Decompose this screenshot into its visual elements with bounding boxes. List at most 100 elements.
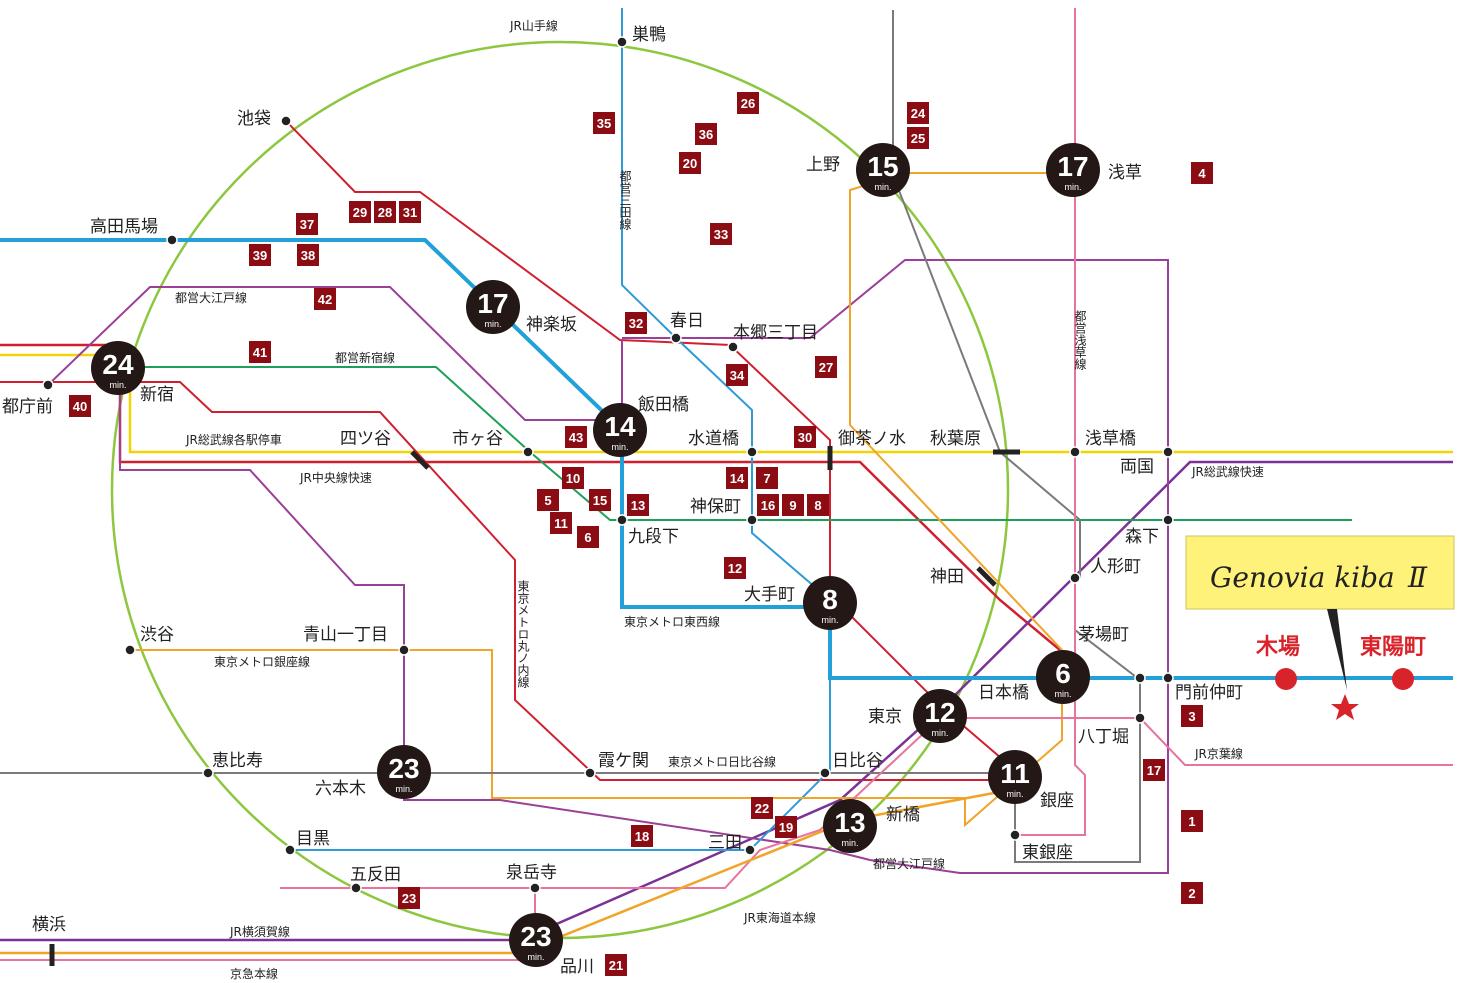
svg-text:都庁前: 都庁前 xyxy=(2,397,53,417)
keiyo-line xyxy=(280,717,1453,889)
marker-box xyxy=(627,494,649,516)
marker-box xyxy=(593,112,615,134)
marker-number: 18 xyxy=(635,829,649,844)
marker-number: 25 xyxy=(911,131,925,146)
marker-box xyxy=(1143,759,1165,781)
marker-number: 23 xyxy=(402,891,416,906)
svg-text:渋谷: 渋谷 xyxy=(140,625,174,645)
tokaido-line xyxy=(0,788,1011,955)
toyocho-station-marker xyxy=(1392,668,1414,690)
svg-text:min.: min. xyxy=(484,319,501,329)
brand-name: Genovia kiba xyxy=(1210,561,1395,594)
oedo-line-upper xyxy=(47,286,622,421)
marker-number: 35 xyxy=(597,116,611,131)
svg-text:JR総武線快速: JR総武線快速 xyxy=(1191,464,1264,479)
marker-number: 14 xyxy=(730,471,745,486)
svg-text:min.: min. xyxy=(874,182,891,192)
marker-box xyxy=(815,356,837,378)
svg-text:日比谷: 日比谷 xyxy=(832,751,883,771)
marunouchi-line xyxy=(0,381,1010,781)
marker-box xyxy=(724,557,746,579)
marker-number: 38 xyxy=(301,248,315,263)
svg-text:17: 17 xyxy=(477,288,508,319)
marker-number: 30 xyxy=(798,430,812,445)
svg-text:門前仲町: 門前仲町 xyxy=(1175,683,1243,703)
svg-text:東銀座: 東銀座 xyxy=(1022,843,1073,863)
svg-text:泉岳寺: 泉岳寺 xyxy=(506,863,557,883)
marker-number: 29 xyxy=(353,205,367,220)
marker-box xyxy=(631,825,653,847)
svg-text:6: 6 xyxy=(1055,658,1071,689)
marker-number: 37 xyxy=(300,217,314,232)
marker-box xyxy=(1181,705,1203,727)
svg-text:JR横須賀線: JR横須賀線 xyxy=(229,924,290,939)
mita-vertical-label: 都営三田線 xyxy=(618,170,632,230)
marker-box xyxy=(550,512,572,534)
marker-number: 13 xyxy=(631,498,645,513)
svg-text:min.: min. xyxy=(109,380,126,390)
svg-text:都営大江戸線: 都営大江戸線 xyxy=(175,290,247,305)
svg-text:新宿: 新宿 xyxy=(140,385,174,405)
marker-box xyxy=(249,244,271,266)
asakusa-vertical-label: 都営浅草線 xyxy=(1073,310,1087,370)
station-labels: 巣鴨 池袋 高田馬場 上野 浅草 神楽坂 春日 本郷三丁目 都庁前 新宿 飯田橋… xyxy=(2,25,1243,977)
marker-box xyxy=(726,467,748,489)
svg-text:品川: 品川 xyxy=(560,957,594,977)
marker-box xyxy=(537,489,559,511)
svg-text:神楽坂: 神楽坂 xyxy=(526,315,577,335)
marker-box xyxy=(757,494,779,516)
svg-text:六本木: 六本木 xyxy=(315,779,366,799)
sobu-rapid-line xyxy=(0,460,1453,942)
marker-box xyxy=(710,223,732,245)
marker-number: 2 xyxy=(1188,886,1195,901)
kiba-station-marker xyxy=(1275,668,1297,690)
svg-text:min.: min. xyxy=(1064,182,1081,192)
svg-text:御茶ノ水: 御茶ノ水 xyxy=(838,429,906,449)
svg-text:JR中央線快速: JR中央線快速 xyxy=(299,470,372,485)
svg-text:min.: min. xyxy=(611,442,628,452)
svg-text:上野: 上野 xyxy=(806,155,840,175)
marker-number: 33 xyxy=(714,227,728,242)
svg-text:霞ケ関: 霞ケ関 xyxy=(598,751,649,771)
marker-number: 1 xyxy=(1188,814,1195,829)
marker-box xyxy=(562,467,584,489)
svg-text:両国: 両国 xyxy=(1120,457,1154,477)
marker-box xyxy=(751,797,773,819)
marker-number: 39 xyxy=(253,248,267,263)
dest-kiba: 木場 xyxy=(1255,635,1300,660)
marker-box xyxy=(296,213,318,235)
marker-number: 40 xyxy=(73,399,87,414)
svg-text:JR京葉線: JR京葉線 xyxy=(1194,746,1243,761)
marker-box xyxy=(1181,882,1203,904)
svg-text:24: 24 xyxy=(102,349,134,380)
property-star-icon xyxy=(1331,694,1359,720)
brand-suffix: Ⅱ xyxy=(1407,561,1428,594)
svg-text:春日: 春日 xyxy=(670,311,704,331)
svg-text:浅草: 浅草 xyxy=(1108,163,1142,183)
oedo-line-lower xyxy=(119,259,1169,874)
marker-box xyxy=(807,494,829,516)
svg-text:本郷三丁目: 本郷三丁目 xyxy=(733,323,818,343)
svg-text:神田: 神田 xyxy=(930,567,964,587)
marker-box xyxy=(577,526,599,548)
marker-box xyxy=(679,152,701,174)
svg-text:横浜: 横浜 xyxy=(32,915,66,935)
svg-text:JR山手線: JR山手線 xyxy=(509,18,558,33)
svg-text:min.: min. xyxy=(1054,689,1071,699)
svg-text:東京メトロ銀座線: 東京メトロ銀座線 xyxy=(214,654,310,669)
marker-number: 19 xyxy=(779,820,793,835)
svg-text:23: 23 xyxy=(388,753,419,784)
svg-text:min.: min. xyxy=(821,615,838,625)
svg-text:min.: min. xyxy=(841,838,858,848)
marker-number: 4 xyxy=(1198,166,1206,181)
svg-text:青山一丁目: 青山一丁目 xyxy=(303,625,388,645)
svg-text:23: 23 xyxy=(520,921,551,952)
marker-box xyxy=(775,816,797,838)
marker-box xyxy=(605,954,627,976)
